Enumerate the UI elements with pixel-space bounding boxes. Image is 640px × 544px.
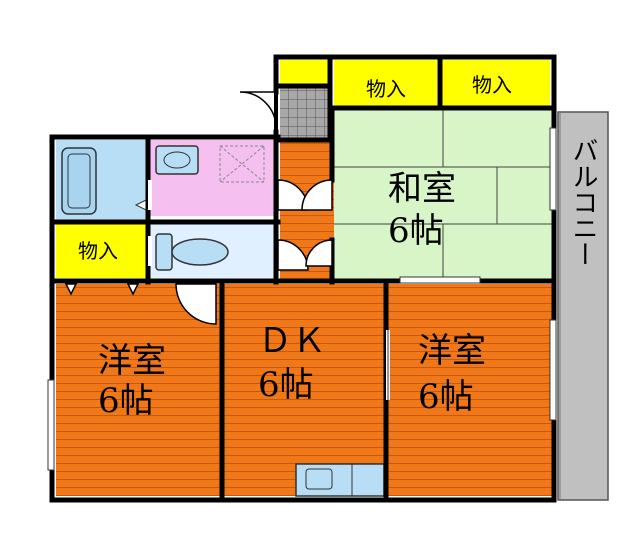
yoshitsu-right-name: 洋室 (418, 331, 486, 371)
closet-top-left (334, 60, 437, 107)
dk-size: 6帖 (258, 365, 314, 405)
entrance (280, 84, 328, 140)
washitsu-name: 和室 (388, 169, 456, 209)
closet-left (56, 224, 148, 278)
doors (64, 91, 333, 325)
closet-left-label: 物入 (78, 239, 118, 263)
closet-top-right-label: 物入 (472, 73, 512, 97)
dk-room (224, 284, 384, 496)
bathtub (61, 147, 97, 215)
shoe-closet (280, 60, 328, 84)
dk-name: ＤＫ (258, 321, 326, 361)
washitsu-size: 6帖 (388, 211, 444, 251)
yoshitsu-left-room (56, 284, 220, 496)
balcony (557, 111, 609, 501)
yoshitsu-left-name: 洋室 (98, 341, 166, 381)
yoshitsu-left-size: 6帖 (98, 381, 154, 421)
washer-space (219, 145, 265, 183)
toilet-bowl (171, 238, 229, 266)
yoshitsu-right-room (388, 284, 552, 496)
walls (49, 54, 557, 503)
yoshitsu-right-size: 6帖 (418, 377, 474, 417)
closet-top-left-label: 物入 (366, 77, 406, 101)
balcony-label: バルコニー (568, 137, 598, 267)
closet-top-right (442, 60, 550, 107)
